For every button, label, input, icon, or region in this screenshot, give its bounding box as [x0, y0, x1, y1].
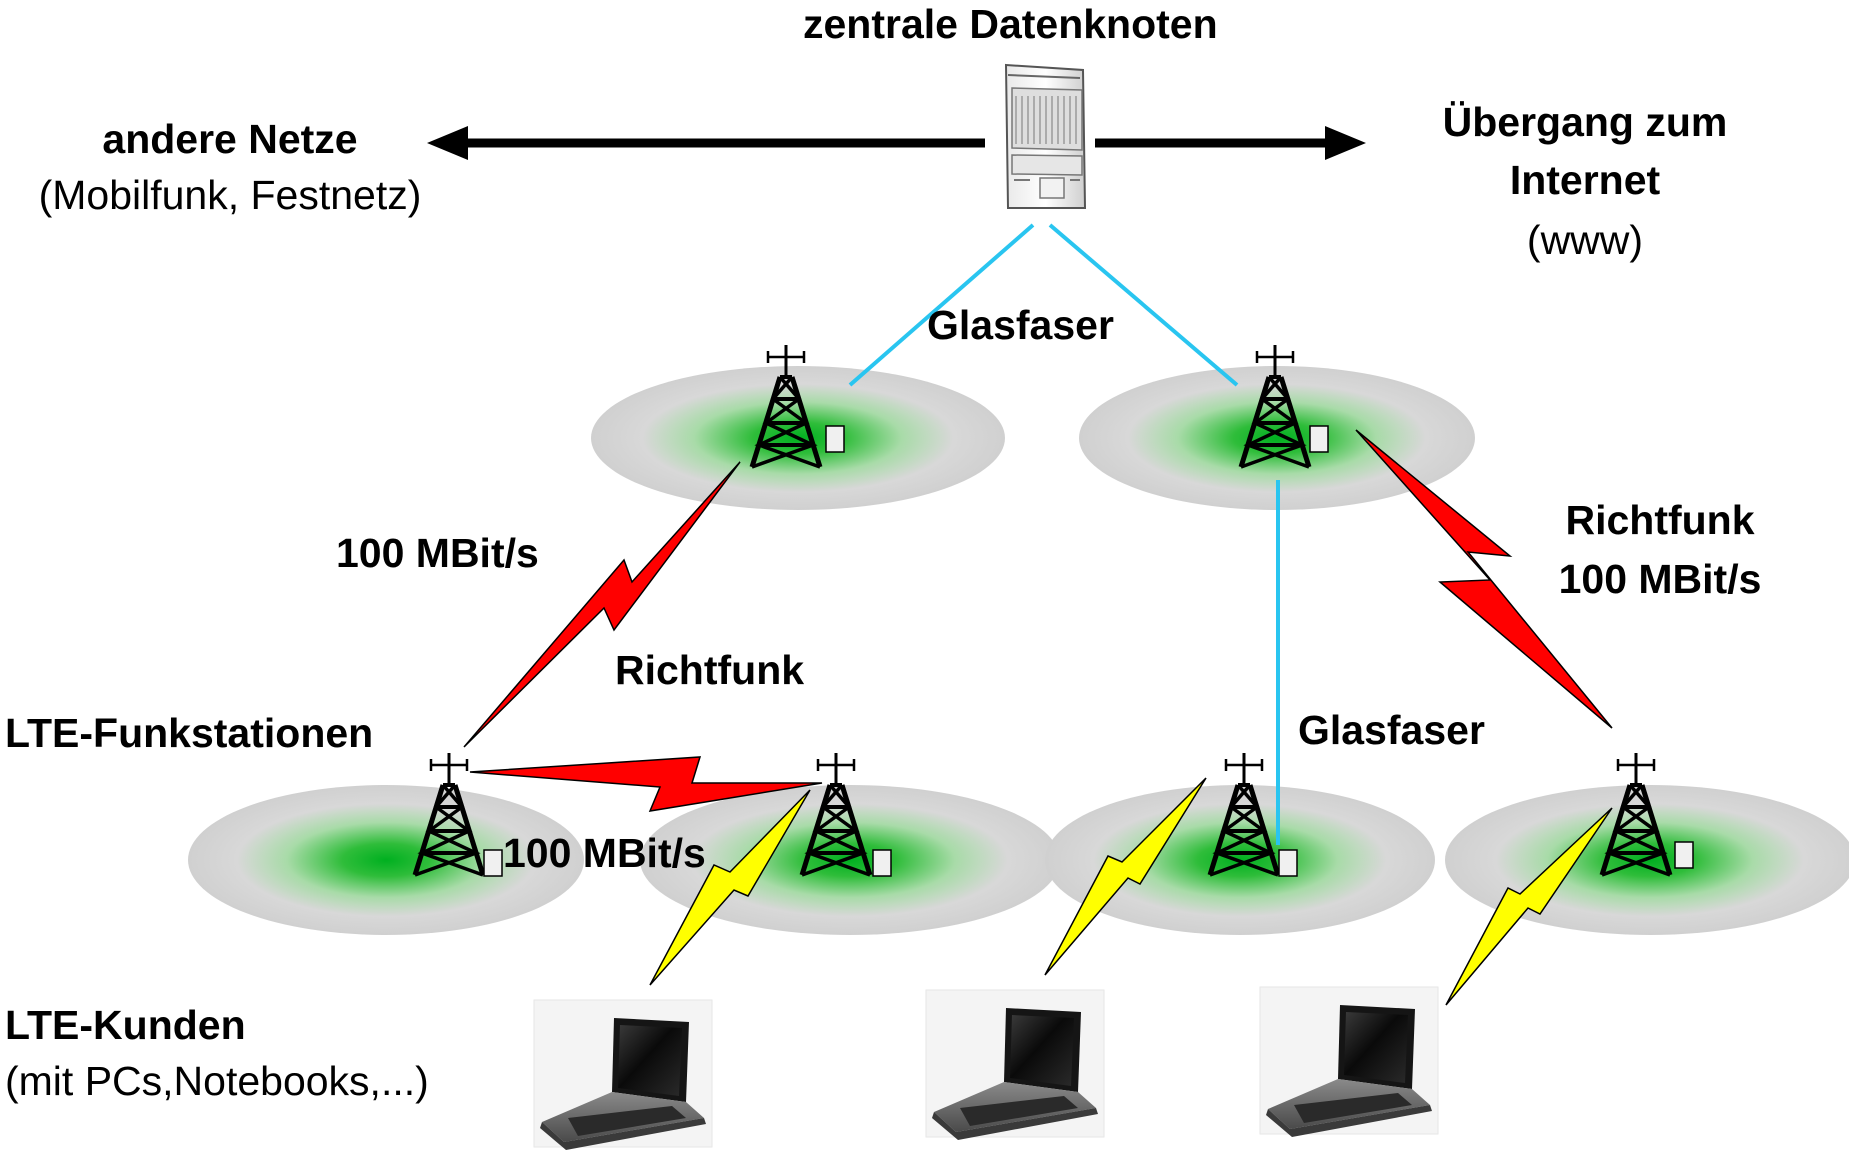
stations-label: LTE-Funkstationen	[5, 710, 374, 756]
arrow-right-icon	[1095, 126, 1366, 160]
lightning-icon	[463, 461, 741, 748]
coverage-area	[1079, 366, 1475, 510]
coverage-area	[640, 785, 1060, 935]
radio-bottom-speed: 100 MBit/s	[503, 830, 706, 876]
coverage-area	[188, 785, 584, 935]
left-network-subtitle: (Mobilfunk, Festnetz)	[38, 172, 422, 218]
right-network-title-line1: Übergang zum	[1442, 99, 1728, 145]
laptop-icon	[533, 999, 713, 1151]
radio-left-speed: 100 MBit/s	[336, 530, 539, 576]
laptop-icon	[925, 989, 1105, 1141]
customers-subtitle: (mit PCs,Notebooks,...)	[5, 1058, 429, 1104]
arrow-left-icon	[427, 126, 985, 160]
right-network-subtitle: (www)	[1526, 217, 1644, 263]
fiber-link	[1048, 223, 1239, 387]
radio-right-label: Richtfunk	[1565, 497, 1755, 543]
radio-left-label: Richtfunk	[615, 647, 805, 693]
lightning-icon	[1044, 777, 1207, 976]
fiber-right-label: Glasfaser	[1298, 707, 1485, 753]
lightning-icon	[1355, 429, 1613, 729]
lightning-icon	[469, 756, 823, 812]
right-network-title-line2: Internet	[1509, 157, 1661, 203]
fiber-link	[848, 223, 1035, 387]
lightning-icon	[649, 789, 811, 986]
radio-right-speed: 100 MBit/s	[1558, 556, 1762, 602]
lightning-icon	[1445, 807, 1613, 1006]
header-title: zentrale Datenknoten	[803, 1, 1218, 47]
server-icon	[1004, 63, 1087, 209]
laptop-icon	[1259, 986, 1439, 1138]
fiber-top-label: Glasfaser	[927, 302, 1114, 348]
left-network-title: andere Netze	[102, 116, 358, 162]
customers-title: LTE-Kunden	[5, 1002, 246, 1048]
